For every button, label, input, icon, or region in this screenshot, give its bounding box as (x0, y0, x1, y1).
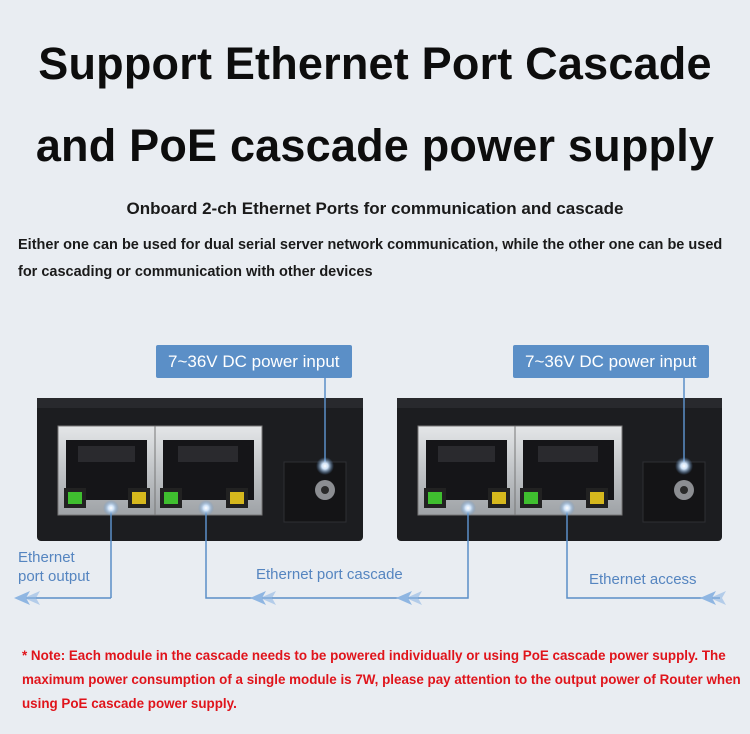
arrow-left-icon (396, 591, 422, 605)
device-right (397, 398, 722, 541)
subheading: Onboard 2-ch Ethernet Ports for communic… (126, 199, 624, 218)
ethernet-access-label: Ethernet access (589, 571, 697, 588)
power-input-label-left: 7~36V DC power input (156, 345, 352, 378)
page-title-line-1: Support Ethernet Port Cascade (38, 38, 712, 89)
flow-arrows (14, 591, 726, 605)
device-left (37, 398, 363, 541)
connection-points (103, 457, 693, 516)
ethernet-port-1-right (417, 425, 516, 516)
ethernet-output-label: Ethernet port output (18, 549, 90, 585)
ethernet-cascade-label: Ethernet port cascade (256, 566, 403, 583)
power-note: * Note: Each module in the cascade needs… (22, 648, 741, 711)
dc-jack-left (283, 461, 347, 523)
dc-jack-right (642, 461, 706, 523)
power-input-label-right: 7~36V DC power input (513, 345, 709, 378)
arrow-left-icon (250, 591, 276, 605)
arrow-left-icon (700, 591, 726, 605)
description: Either one can be used for dual serial s… (18, 237, 723, 280)
page-title-line-2: and PoE cascade power supply (35, 120, 715, 171)
ethernet-port-2-left (154, 425, 263, 516)
ethernet-port-1-left (57, 425, 156, 516)
arrow-left-icon (14, 591, 40, 605)
